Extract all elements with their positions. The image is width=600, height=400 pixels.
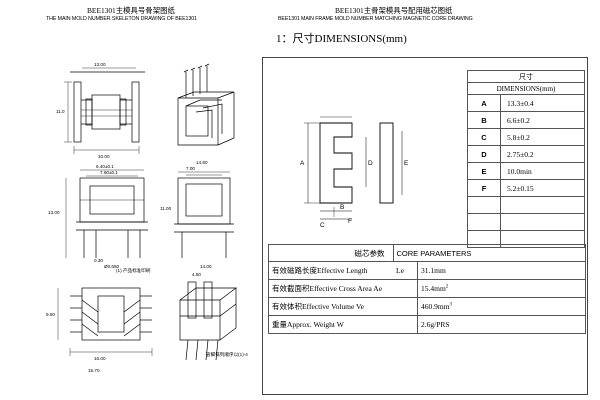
left-panel-title: BEE1301主模具号骨架图纸 (87, 6, 175, 15)
core-parameters-table: 磁芯参数 CORE PARAMETERS 有效磁路长度Effective Len… (268, 244, 586, 334)
dim-key: A (467, 94, 501, 112)
bobbin-isometric-view (177, 63, 235, 146)
core-dim-letter: F (348, 218, 352, 225)
param-label: 有效体积Effective Volume Ve (268, 297, 418, 316)
dim-label: 4.50 (192, 272, 201, 277)
dim-label: 11.00 (160, 206, 172, 211)
core-drawing: A B C D E F (300, 116, 409, 229)
bobbin-side-view (174, 171, 234, 258)
param-value: 460.9mm3 (417, 297, 586, 316)
core-dim-letter: E (404, 160, 409, 167)
dim-value: 13.3±0.4 (500, 94, 585, 112)
core-dim-letter: B (340, 204, 344, 211)
table-row (467, 213, 585, 231)
dim-label: 11.0 (56, 109, 65, 114)
core-dim-letter: D (368, 160, 373, 167)
core-dim-letter: A (300, 160, 305, 167)
dim-key: E (467, 162, 501, 180)
dim-label: Ø0.650 (104, 264, 120, 269)
table-row (467, 196, 585, 214)
dim-value: 5.8±0.2 (500, 128, 585, 146)
dim-key: F (467, 179, 501, 197)
table-row: 有效磁路长度Effective Length Le 31.1mm (268, 261, 586, 280)
bobbin-bottom-view (57, 287, 153, 356)
dim-label: 14.80 (196, 160, 208, 165)
dim-key: C (467, 128, 501, 146)
dim-value: 5.2±0.15 (500, 179, 585, 197)
dimensions-heading: 1：尺寸DIMENSIONS(mm) (276, 33, 407, 45)
dim-label: 7.60±0.1 (100, 170, 118, 175)
core-params-header-en: CORE PARAMETERS (392, 244, 586, 262)
dim-label: 13.00 (94, 62, 106, 67)
core-dim-letter: C (320, 222, 325, 229)
drawing-note: 管脚排列顺序以(1)-4 (206, 351, 248, 358)
table-row: 重量Approx. Weight W 2.6g/PRS (268, 315, 586, 334)
param-value: 2.6g/PRS (417, 315, 586, 334)
core-drawing-frame (262, 57, 588, 395)
dim-label: 9.50 (46, 312, 55, 317)
dimensions-header-en: DIMENSIONS(mm) (467, 82, 585, 95)
left-panel-subtitle: THE MAIN MOLD NUMBER SKELETON DRAWING OF… (46, 16, 197, 22)
core-params-header-cn: 磁芯参数 (268, 244, 394, 262)
dim-key: D (467, 145, 501, 163)
dim-label: 14.00 (200, 264, 212, 269)
bobbin-top-view (64, 67, 145, 154)
dim-label: 6.40±0.1 (96, 164, 114, 169)
right-panel-subtitle: BEE1301 MAIN FRAME MOLD NUMBER MATCHING … (278, 16, 473, 22)
dim-value: 6.6±0.2 (500, 111, 585, 129)
param-label: 有效截面积Effective Cross Area Ae (268, 279, 418, 298)
table-row: 有效体积Effective Volume Ve 460.9mm3 (268, 297, 586, 316)
table-row: 有效截面积Effective Cross Area Ae 15.4mm2 (268, 279, 586, 298)
skeleton-dimension-labels: 13.00 11.0 10.00 6.40±0.1 7.00 7.60±0.1 … (46, 62, 248, 373)
param-label: 有效磁路长度Effective Length (268, 261, 393, 280)
drawing-note: (1) 产品标准印刷 (116, 267, 151, 274)
dim-label: 15.70 (88, 368, 100, 373)
param-symbol: Le (393, 261, 418, 280)
e-core-shape (319, 122, 353, 204)
dim-label: 16.00 (94, 356, 106, 361)
param-label: 重量Approx. Weight W (268, 315, 418, 334)
dim-key: B (467, 111, 501, 129)
dim-label: 7.00 (186, 166, 195, 171)
param-value: 15.4mm2 (417, 279, 586, 298)
dim-value: 10.0min (500, 162, 585, 180)
right-panel-title: BEE1301主骨架模具号配用磁芯图纸 (335, 6, 453, 15)
dim-label: 10.00 (98, 154, 110, 159)
param-value: 31.1mm (417, 261, 586, 280)
bobbin-front-view (65, 169, 148, 258)
bobbin-bottom-isometric (178, 281, 238, 361)
table-row (467, 230, 585, 248)
dimensions-header-cn: 尺寸 (467, 70, 585, 83)
skeleton-drawing: 13.00 11.0 10.00 6.40±0.1 7.00 7.60±0.1 … (46, 62, 248, 373)
dim-label: 0.30 (94, 258, 103, 263)
dim-value: 2.75±0.2 (500, 145, 585, 163)
dim-label: 13.00 (48, 210, 60, 215)
i-core-shape (379, 122, 394, 204)
